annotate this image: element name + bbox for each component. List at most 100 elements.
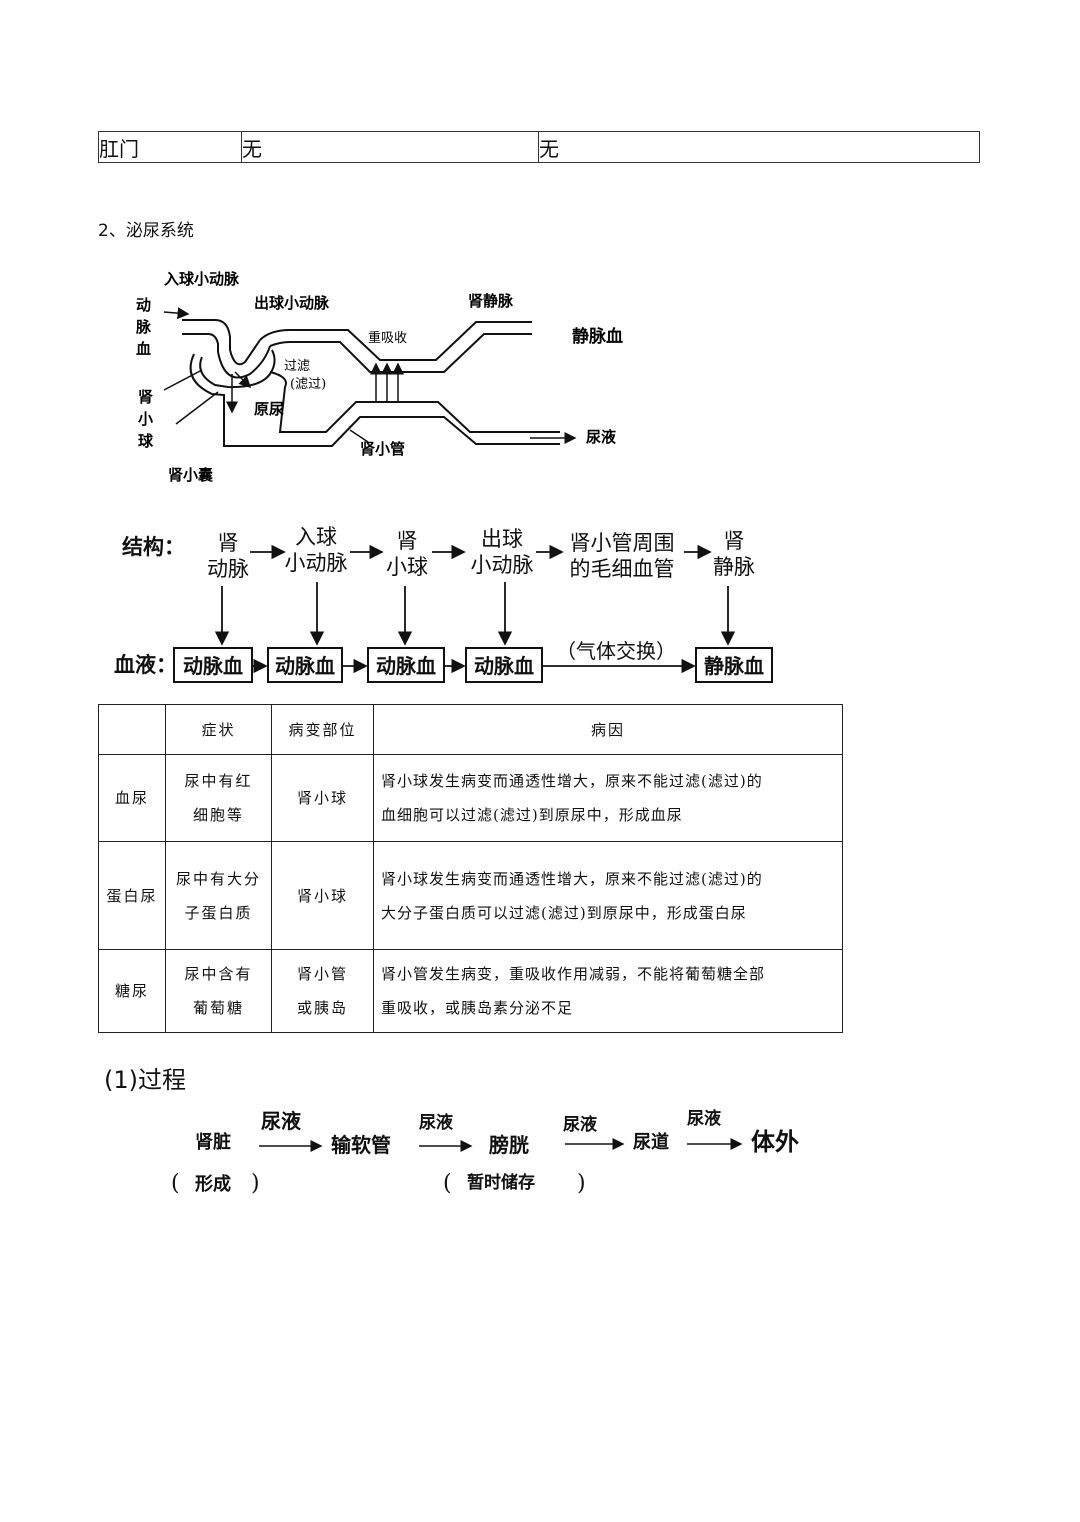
disease-name: 蛋白尿 — [99, 842, 166, 950]
node-renal-artery: 动脉 — [207, 557, 249, 581]
cause-cell: 肾小球发生病变而通透性增大，原来不能过滤(滤过)的血细胞可以过滤(滤过)到原尿中… — [374, 755, 843, 842]
blood-flow-diagram: 结构： 血液： 肾 动脉 入球 小动脉 肾 小球 出球 小动脉 肾小管周围 的毛… — [110, 520, 790, 690]
node-glomerulus: 小球 — [386, 555, 428, 579]
label-afferent: 入球小动脉 — [164, 270, 240, 288]
cause-line: 重吸收，或胰岛素分泌不足 — [381, 991, 842, 1025]
symptom-line: 子蛋白质 — [166, 896, 271, 930]
urine-process-diagram: 肾脏 尿液 输软管 尿液 膀胱 尿液 尿道 尿液 体外 ( 形成 ) ( 暂时储… — [165, 1100, 825, 1200]
header-cell: 病因 — [374, 705, 843, 755]
paren-open: ( — [171, 1171, 180, 1196]
arrow-label-urine: 尿液 — [563, 1114, 597, 1135]
cause-cell: 肾小球发生病变而通透性增大，原来不能过滤(滤过)的大分子蛋白质可以过滤(滤过)到… — [374, 842, 843, 950]
label-capsule: 肾小囊 — [168, 466, 214, 484]
symptom-cell: 尿中有大分子蛋白质 — [166, 842, 272, 950]
disease-name: 糖尿 — [99, 950, 166, 1033]
cause-line: 肾小球发生病变而通透性增大，原来不能过滤(滤过)的 — [381, 764, 842, 798]
nephron-diagram: 入球小动脉 出球小动脉 肾静脉 动 脉 血 肾 小 球 肾小囊 过滤 (滤过) … — [120, 262, 660, 492]
site-line: 肾小球 — [272, 781, 373, 815]
arrow-label-urine: 尿液 — [687, 1108, 721, 1129]
node-renal-artery: 肾 — [218, 531, 239, 555]
blood-label: 血液： — [114, 652, 177, 677]
node-glomerulus: 肾 — [397, 529, 418, 553]
note-store: 暂时储存 — [467, 1172, 535, 1193]
symptom-line: 尿中有大分 — [166, 862, 271, 896]
cause-line: 肾小管发生病变，重吸收作用减弱，不能将葡萄糖全部 — [381, 957, 842, 991]
disease-name: 血尿 — [99, 755, 166, 842]
node-efferent: 小动脉 — [471, 553, 534, 577]
label-primary-urine: 原尿 — [254, 400, 284, 418]
urinary-disease-table: 症状 病变部位 病因 血尿 尿中有红细胞等 肾小球 肾小球发生病变而通透性增大，… — [98, 704, 843, 1033]
label-venous-blood: 静脉血 — [572, 326, 623, 347]
table-header-row: 症状 病变部位 病因 — [99, 705, 843, 755]
label-efferent: 出球小动脉 — [254, 294, 330, 312]
table-row: 糖尿 尿中含有葡萄糖 肾小管或胰岛 肾小管发生病变，重吸收作用减弱，不能将葡萄糖… — [99, 950, 843, 1033]
step-ureter: 输软管 — [331, 1133, 391, 1157]
blood-box: 动脉血 — [474, 654, 534, 678]
label-filtration: 过滤 — [284, 359, 310, 374]
label-glomerulus: 球 — [138, 432, 154, 450]
site-line: 肾小管 — [272, 957, 373, 991]
label-artery-blood: 血 — [136, 340, 151, 358]
table-cell: 肛门 — [99, 132, 242, 163]
cause-line: 大分子蛋白质可以过滤(滤过)到原尿中，形成蛋白尿 — [381, 896, 842, 930]
label-filtration-alt: (滤过) — [290, 377, 326, 392]
table-row: 蛋白尿 尿中有大分子蛋白质 肾小球 肾小球发生病变而通透性增大，原来不能过滤(滤… — [99, 842, 843, 950]
header-cell: 症状 — [166, 705, 272, 755]
blood-box: 动脉血 — [376, 654, 436, 678]
pointer-line — [164, 370, 202, 390]
note-form: 形成 — [195, 1173, 231, 1195]
site-line: 或胰岛 — [272, 991, 373, 1025]
cause-line: 血细胞可以过滤(滤过)到原尿中，形成血尿 — [381, 798, 842, 832]
label-renal-vein: 肾静脉 — [468, 292, 514, 310]
step-urethra: 尿道 — [633, 1131, 669, 1153]
blood-box: 动脉血 — [275, 654, 335, 678]
symptom-line: 葡萄糖 — [166, 991, 271, 1025]
label-glomerulus: 肾 — [138, 388, 153, 406]
symptom-line: 尿中含有 — [166, 957, 271, 991]
node-capillaries: 肾小管周围 — [570, 531, 675, 555]
node-renal-vein: 肾 — [724, 529, 745, 553]
blood-box: 动脉血 — [183, 654, 243, 678]
symptom-line: 尿中有红 — [166, 764, 271, 798]
label-artery-blood: 动 — [136, 296, 151, 314]
symptom-cell: 尿中含有葡萄糖 — [166, 950, 272, 1033]
step-bladder: 膀胱 — [488, 1133, 529, 1157]
gas-exchange-label: （气体交换） — [556, 639, 676, 663]
table-cell: 无 — [539, 132, 980, 163]
label-artery-blood: 脉 — [135, 318, 152, 336]
site-cell: 肾小球 — [272, 842, 374, 950]
header-cell: 病变部位 — [272, 705, 374, 755]
node-renal-vein: 静脉 — [713, 555, 755, 579]
site-cell: 肾小球 — [272, 755, 374, 842]
cause-cell: 肾小管发生病变，重吸收作用减弱，不能将葡萄糖全部重吸收，或胰岛素分泌不足 — [374, 950, 843, 1033]
arrow-label-urine: 尿液 — [419, 1112, 453, 1133]
table-cell: 无 — [242, 132, 539, 163]
paren-open: ( — [443, 1171, 452, 1196]
table-row: 血尿 尿中有红细胞等 肾小球 肾小球发生病变而通透性增大，原来不能过滤(滤过)的… — [99, 755, 843, 842]
struct-label: 结构： — [122, 534, 185, 559]
node-afferent: 入球 — [295, 525, 337, 549]
symptom-cell: 尿中有红细胞等 — [166, 755, 272, 842]
node-capillaries: 的毛细血管 — [570, 557, 675, 581]
label-glomerulus: 小 — [138, 410, 153, 428]
node-afferent: 小动脉 — [285, 551, 348, 575]
label-reabsorption: 重吸收 — [368, 330, 407, 346]
step-kidney: 肾脏 — [195, 1131, 231, 1153]
digestive-table: 肛门 无 无 — [98, 131, 980, 163]
paren-close: ) — [577, 1171, 586, 1196]
step-outside: 体外 — [751, 1127, 799, 1156]
process-title: (1)过程 — [104, 1060, 186, 1095]
label-tubule: 肾小管 — [360, 440, 405, 458]
table-row: 肛门 无 无 — [99, 132, 980, 163]
cause-line: 肾小球发生病变而通透性增大，原来不能过滤(滤过)的 — [381, 862, 842, 896]
pointer-line — [176, 392, 218, 424]
node-efferent: 出球 — [481, 527, 523, 551]
blood-box: 静脉血 — [704, 654, 764, 678]
arrow-label-urine: 尿液 — [261, 1109, 302, 1133]
site-line: 肾小球 — [272, 879, 373, 913]
paren-close: ) — [251, 1171, 260, 1196]
header-cell — [99, 705, 166, 755]
label-urine: 尿液 — [586, 428, 617, 446]
symptom-line: 细胞等 — [166, 798, 271, 832]
section-title: 2、泌尿系统 — [98, 216, 194, 241]
